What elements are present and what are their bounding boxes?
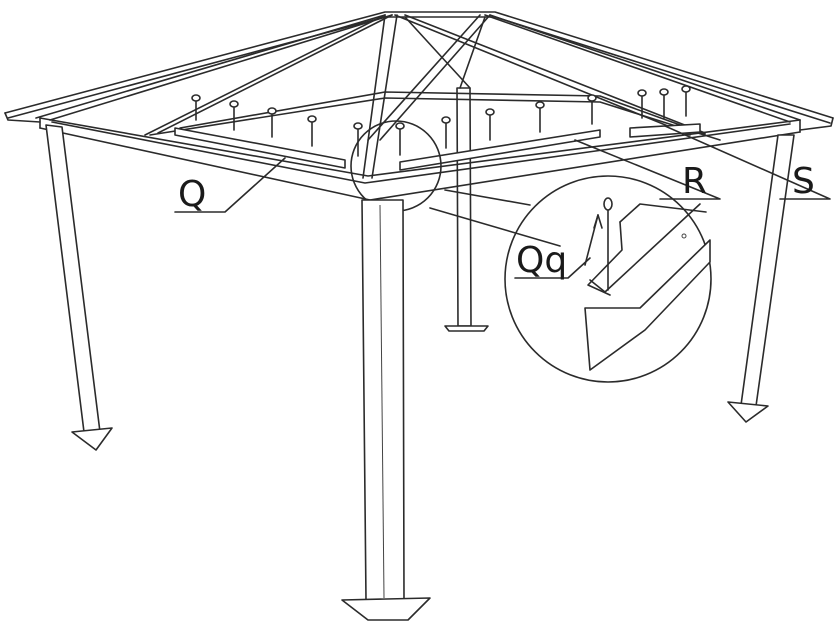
rails (174, 123, 701, 171)
detail-magnifier (429, 175, 712, 383)
right-post (727, 134, 795, 423)
screw (637, 89, 647, 119)
screw (229, 100, 239, 131)
label-r: R (682, 161, 707, 202)
screw (681, 85, 691, 117)
screw (191, 94, 201, 121)
screw (587, 94, 597, 125)
back-post (444, 87, 489, 332)
screw (267, 107, 277, 138)
label-q: Q (178, 174, 206, 215)
screw (535, 101, 545, 133)
leader-lines (174, 125, 831, 279)
screws (191, 85, 691, 157)
screw (485, 108, 495, 141)
screw (353, 122, 363, 157)
screw (307, 115, 317, 147)
front-post (341, 199, 431, 621)
roof-rafters (35, 14, 801, 179)
screw (441, 116, 451, 149)
roof-frame (4, 11, 834, 201)
screw (395, 122, 405, 156)
label-s: S (792, 161, 815, 202)
screw (659, 88, 669, 119)
left-post (45, 124, 113, 451)
label-qq: Qq (516, 240, 567, 281)
